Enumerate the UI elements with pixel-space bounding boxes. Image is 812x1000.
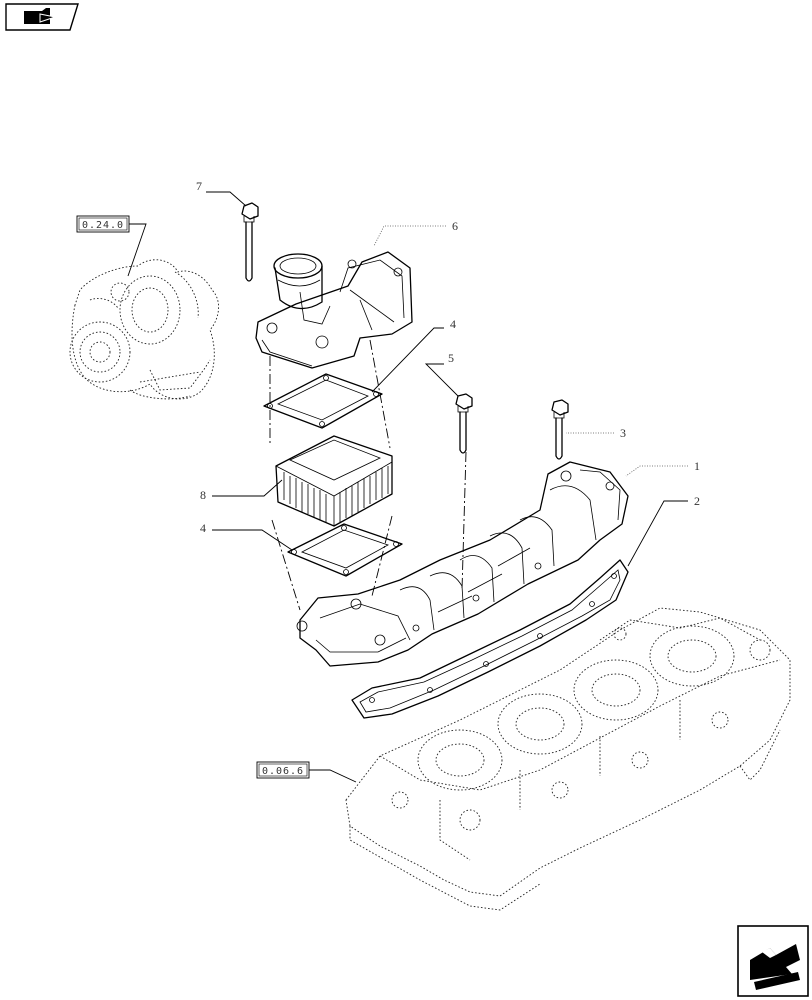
turbo-reference-box[interactable]: 0.24.0 [76, 215, 147, 277]
callout-6-label: 6 [452, 219, 458, 233]
alignment-line-lower-left [271, 519, 301, 611]
callout-2[interactable]: 2 [627, 494, 700, 567]
turbocharger-reference-part [69, 259, 219, 400]
head-reference-box[interactable]: 0.06.6 [256, 761, 357, 783]
callout-1[interactable]: 1 [625, 459, 700, 477]
callout-4-lower[interactable]: 4 [200, 521, 293, 551]
next-page-arrow-icon[interactable] [737, 925, 809, 997]
folder-pointer-icon[interactable] [5, 3, 79, 31]
gasket-4-upper [263, 373, 383, 429]
callout-4-upper-label: 4 [450, 317, 456, 331]
callout-8[interactable]: 8 [200, 479, 283, 502]
gasket-4-lower [287, 523, 403, 577]
bolt-7 [241, 202, 259, 282]
heater-element-8 [275, 435, 393, 527]
head-reference-label: 0.06.6 [262, 766, 304, 777]
callout-3-label: 3 [620, 426, 626, 440]
alignment-line-right [369, 339, 391, 449]
manifold-gasket-2 [351, 559, 629, 719]
callout-4-upper[interactable]: 4 [371, 317, 456, 393]
alignment-line-bolt-5 [461, 451, 467, 591]
callout-6[interactable]: 6 [373, 219, 458, 247]
callout-5-label: 5 [448, 351, 454, 365]
callout-8-label: 8 [200, 488, 206, 502]
callout-3[interactable]: 3 [566, 426, 626, 440]
callout-1-label: 1 [694, 459, 700, 473]
bolt-3 [551, 399, 569, 460]
turbo-reference-label: 0.24.0 [82, 220, 124, 231]
callout-7[interactable]: 7 [196, 179, 247, 207]
intake-manifold-1 [296, 461, 629, 667]
callout-2-label: 2 [694, 494, 700, 508]
cylinder-head-reference-part [345, 607, 791, 911]
inlet-housing-6 [255, 251, 413, 369]
callout-7-label: 7 [196, 179, 202, 193]
bolt-5 [455, 393, 473, 454]
callout-4-lower-label: 4 [200, 521, 206, 535]
callout-5[interactable]: 5 [424, 351, 459, 397]
